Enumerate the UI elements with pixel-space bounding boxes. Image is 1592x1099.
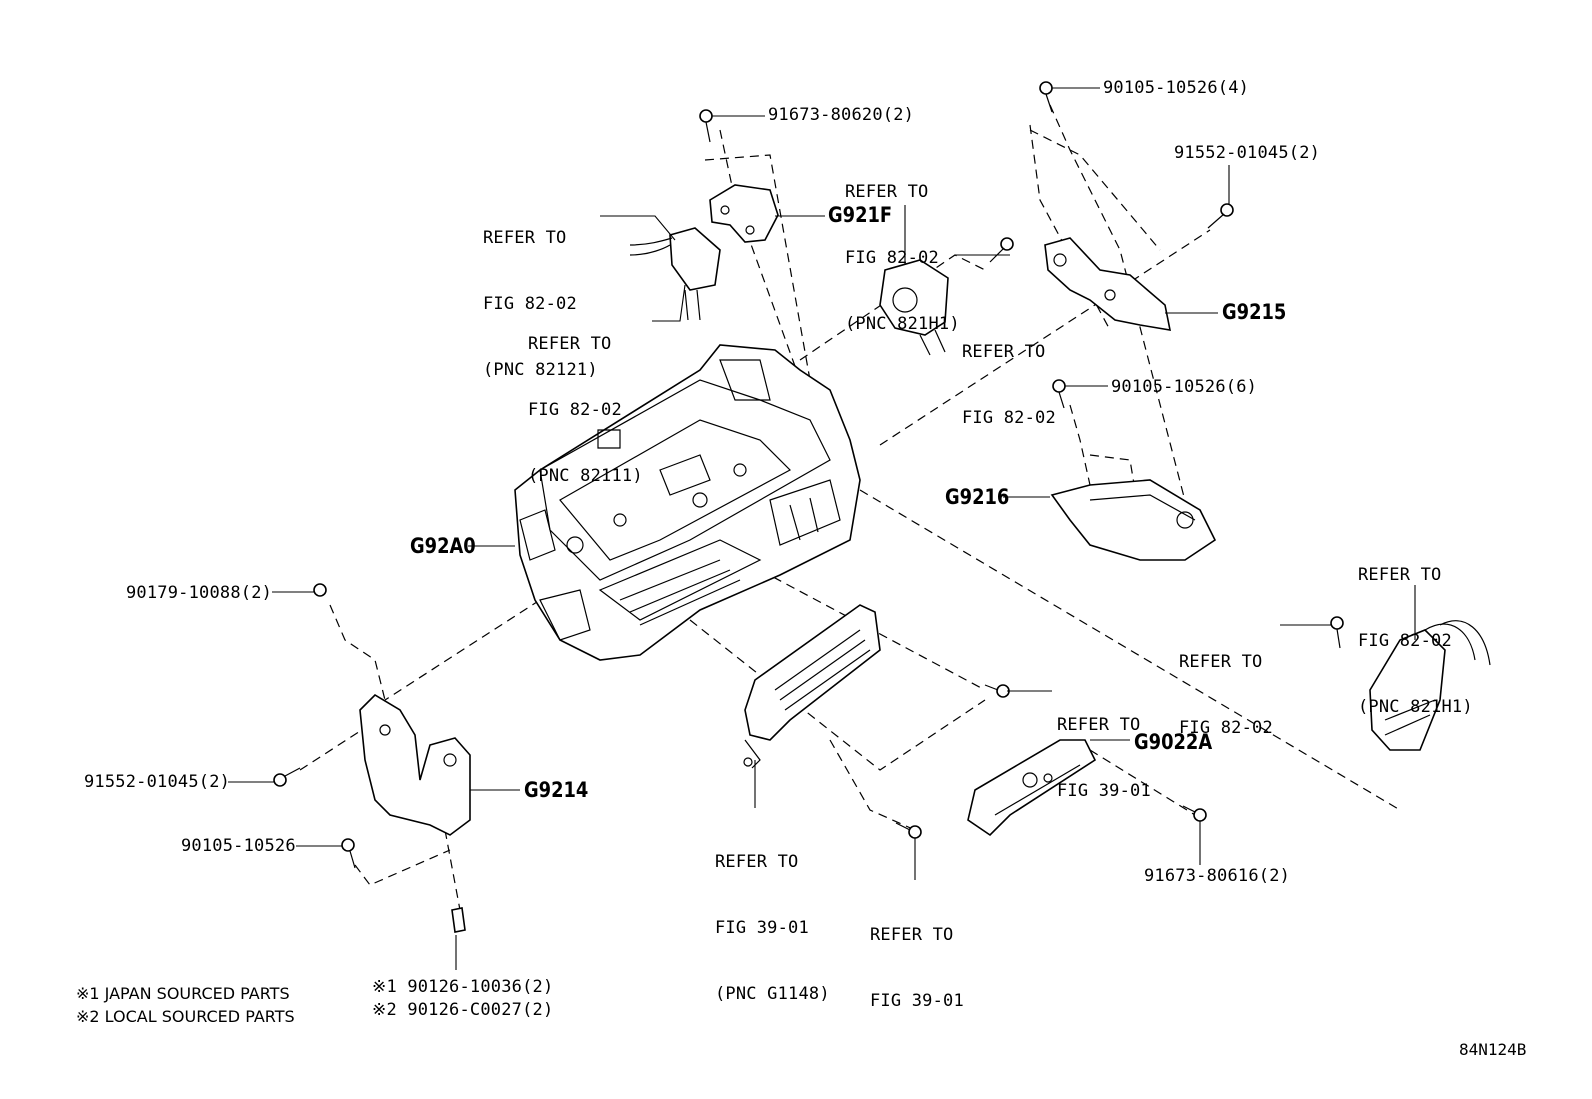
refer-line: FIG 82-02: [962, 408, 1056, 428]
refer-note-82121[interactable]: REFER TO FIG 82-02 (PNC 82121): [483, 183, 598, 403]
refer-line: FIG 82-02: [1358, 631, 1452, 651]
refer-line: FIG 82-02: [528, 400, 622, 420]
label-90105-10526[interactable]: 90105-10526: [181, 836, 296, 856]
refer-line: REFER TO: [1179, 652, 1263, 672]
bolt-icon: [1330, 616, 1344, 649]
refer-line: FIG 39-01: [1057, 781, 1151, 801]
label-90126-c0027[interactable]: ※2 90126-C0027(2): [372, 1000, 554, 1020]
cover-g9022a: [967, 739, 1097, 837]
part-code-g921f[interactable]: G921F: [828, 203, 893, 227]
refer-line: FIG 82-02: [845, 248, 939, 268]
label-91552-01045-left[interactable]: 91552-01045(2): [84, 772, 231, 792]
refer-line: REFER TO: [1057, 715, 1141, 735]
refer-note-821h1-right[interactable]: REFER TO FIG 82-02 (PNC 821H1): [1358, 520, 1473, 740]
bracket-g9215: [1044, 237, 1172, 331]
bolt-icon: [984, 684, 1010, 698]
refer-note-g1148[interactable]: REFER TO FIG 39-01 (PNC G1148): [715, 807, 830, 1027]
footnote-local-sourced: ※2 LOCAL SOURCED PARTS: [76, 1007, 295, 1026]
connector-cable-82121: [629, 227, 721, 321]
label-91673-80616[interactable]: 91673-80616(2): [1144, 866, 1291, 886]
label-91552-01045-right[interactable]: 91552-01045(2): [1174, 143, 1321, 163]
refer-line: REFER TO: [870, 925, 954, 945]
refer-line: REFER TO: [483, 228, 567, 248]
part-code-g9022a[interactable]: G9022A: [1134, 730, 1213, 754]
refer-line: (PNC 821H1): [845, 314, 960, 334]
bolt-icon: [1039, 81, 1053, 113]
refer-line: (PNC 82111): [528, 466, 643, 486]
part-code-g9214[interactable]: G9214: [524, 778, 589, 802]
label-90105-10526-4[interactable]: 90105-10526(4): [1103, 78, 1250, 98]
part-code-g9216[interactable]: G9216: [945, 485, 1010, 509]
stud-icon: [451, 907, 466, 933]
refer-line: FIG 82-02: [483, 294, 577, 314]
refer-note-82-02-right[interactable]: REFER TO FIG 82-02: [1179, 607, 1273, 761]
label-91673-80620[interactable]: 91673-80620(2): [768, 105, 915, 125]
bolt-icon: [341, 838, 356, 869]
refer-note-82111[interactable]: REFER TO FIG 82-02 (PNC 82111): [528, 289, 643, 509]
refer-line: (PNC G1148): [715, 984, 830, 1004]
control-board-g1148: [743, 604, 881, 769]
refer-line: FIG 39-01: [715, 918, 809, 938]
refer-note-821h1-center[interactable]: REFER TO FIG 82-02 (PNC 821H1): [845, 137, 960, 357]
refer-line: FIG 82-02: [1179, 718, 1273, 738]
bolt-icon: [699, 109, 713, 143]
bolt-icon: [273, 767, 301, 787]
bolt-icon: [1182, 805, 1207, 822]
bracket-g921f: [709, 184, 779, 243]
connector-821h1-center: [879, 259, 949, 356]
refer-line: REFER TO: [528, 334, 612, 354]
diagram-reference-id: 84N124B: [1459, 1040, 1527, 1059]
refer-note-39-01-right[interactable]: REFER TO FIG 39-01: [1057, 670, 1151, 824]
refer-line: (PNC 821H1): [1358, 697, 1473, 717]
bolt-icon: [989, 237, 1014, 263]
refer-line: REFER TO: [845, 182, 929, 202]
refer-line: FIG 39-01: [870, 991, 964, 1011]
label-90126-10036[interactable]: ※1 90126-10036(2): [372, 977, 554, 997]
footnote-japan-sourced: ※1 JAPAN SOURCED PARTS: [76, 984, 290, 1003]
refer-line: (PNC 82121): [483, 360, 598, 380]
refer-line: REFER TO: [715, 852, 799, 872]
connector-821h1-right: [1369, 620, 1491, 751]
cover-g9216: [1050, 479, 1217, 561]
part-code-g92a0[interactable]: G92A0: [410, 534, 476, 558]
bolt-icon: [895, 822, 922, 839]
bolt-icon: [1207, 203, 1234, 229]
leader-lines: [228, 87, 1416, 970]
bracket-g9214: [359, 693, 471, 836]
refer-line: REFER TO: [1358, 565, 1442, 585]
part-code-g9215[interactable]: G9215: [1222, 300, 1287, 324]
refer-note-82-02-center[interactable]: REFER TO FIG 82-02: [962, 297, 1056, 451]
nut-icon: [313, 583, 327, 597]
inverter-assembly-g92a0: [514, 344, 861, 661]
refer-line: REFER TO: [962, 342, 1046, 362]
refer-note-39-01-bottom[interactable]: REFER TO FIG 39-01: [870, 880, 964, 1034]
label-90179-10088[interactable]: 90179-10088(2): [126, 583, 273, 603]
label-90105-10526-6[interactable]: 90105-10526(6): [1111, 377, 1258, 397]
